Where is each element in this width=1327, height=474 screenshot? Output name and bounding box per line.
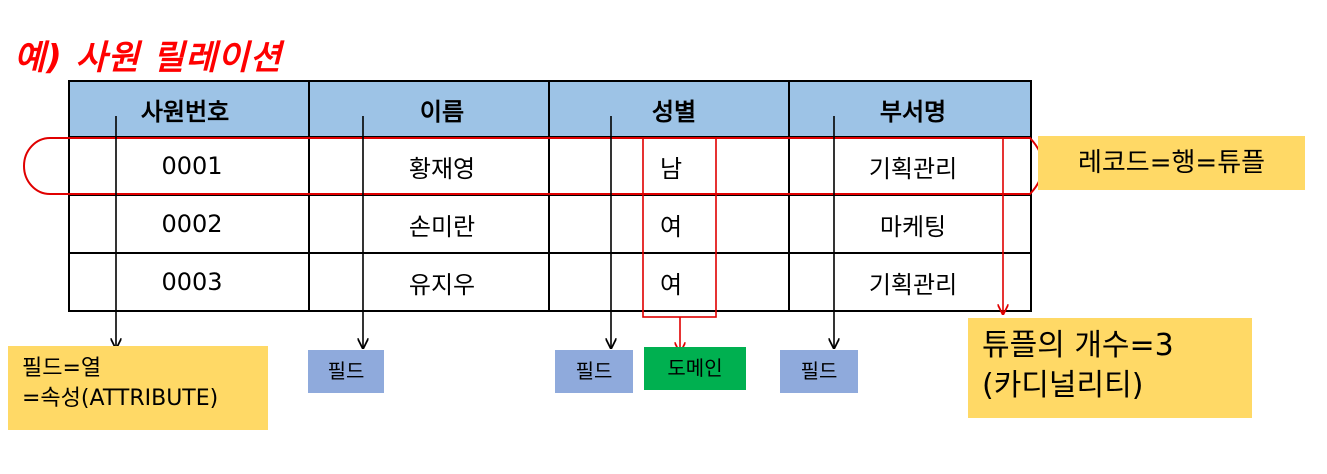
cardinality-label-line1: 튜플의 개수=3 — [982, 328, 1174, 363]
header-gender: 성별 — [548, 80, 790, 138]
cell-employee-id: 0003 — [68, 252, 310, 312]
cell-gender: 남 — [548, 136, 790, 196]
domain-label: 도메인 — [667, 356, 723, 380]
cardinality-label-box: 튜플의 개수=3 (카디널리티) — [968, 318, 1252, 418]
cell-name: 유지우 — [308, 252, 550, 312]
cell-employee-id: 0001 — [68, 136, 310, 196]
cell-department: 마케팅 — [788, 194, 1032, 254]
table-row: 0001 황재영 남 기획관리 — [68, 136, 1032, 196]
field-label: 필드 — [800, 359, 838, 383]
field-label-box: 필드 — [780, 350, 858, 393]
cell-name: 손미란 — [308, 194, 550, 254]
table-row: 0003 유지우 여 기획관리 — [68, 252, 1032, 312]
header-name: 이름 — [308, 80, 550, 138]
record-label-box: 레코드=행=튜플 — [1038, 136, 1305, 190]
field-attribute-label-box: 필드=열 =속성(ATTRIBUTE) — [8, 346, 268, 430]
diagram-title: 예) 사원 릴레이션 — [14, 38, 283, 78]
table-header-row: 사원번호 이름 성별 부서명 — [68, 80, 1032, 138]
header-department: 부서명 — [788, 80, 1032, 138]
field-label: 필드 — [327, 359, 365, 383]
domain-label-box: 도메인 — [644, 347, 746, 390]
cell-gender: 여 — [548, 194, 790, 254]
field-attribute-label-line1: 필드=열 — [22, 356, 102, 381]
cell-gender: 여 — [548, 252, 790, 312]
record-label: 레코드=행=튜플 — [1077, 148, 1266, 178]
cell-name: 황재영 — [308, 136, 550, 196]
header-employee-id: 사원번호 — [68, 80, 310, 138]
cell-department: 기획관리 — [788, 136, 1032, 196]
field-attribute-label-line2: =속성(ATTRIBUTE) — [22, 386, 219, 411]
table-row: 0002 손미란 여 마케팅 — [68, 194, 1032, 254]
field-label-box: 필드 — [308, 350, 384, 393]
cell-employee-id: 0002 — [68, 194, 310, 254]
employee-relation-table: 사원번호 이름 성별 부서명 0001 황재영 남 기획관리 0002 손미란 … — [68, 80, 1032, 312]
field-label-box: 필드 — [555, 350, 633, 393]
cell-department: 기획관리 — [788, 252, 1032, 312]
cardinality-label-line2: (카디널리티) — [982, 368, 1144, 403]
field-label: 필드 — [575, 359, 613, 383]
